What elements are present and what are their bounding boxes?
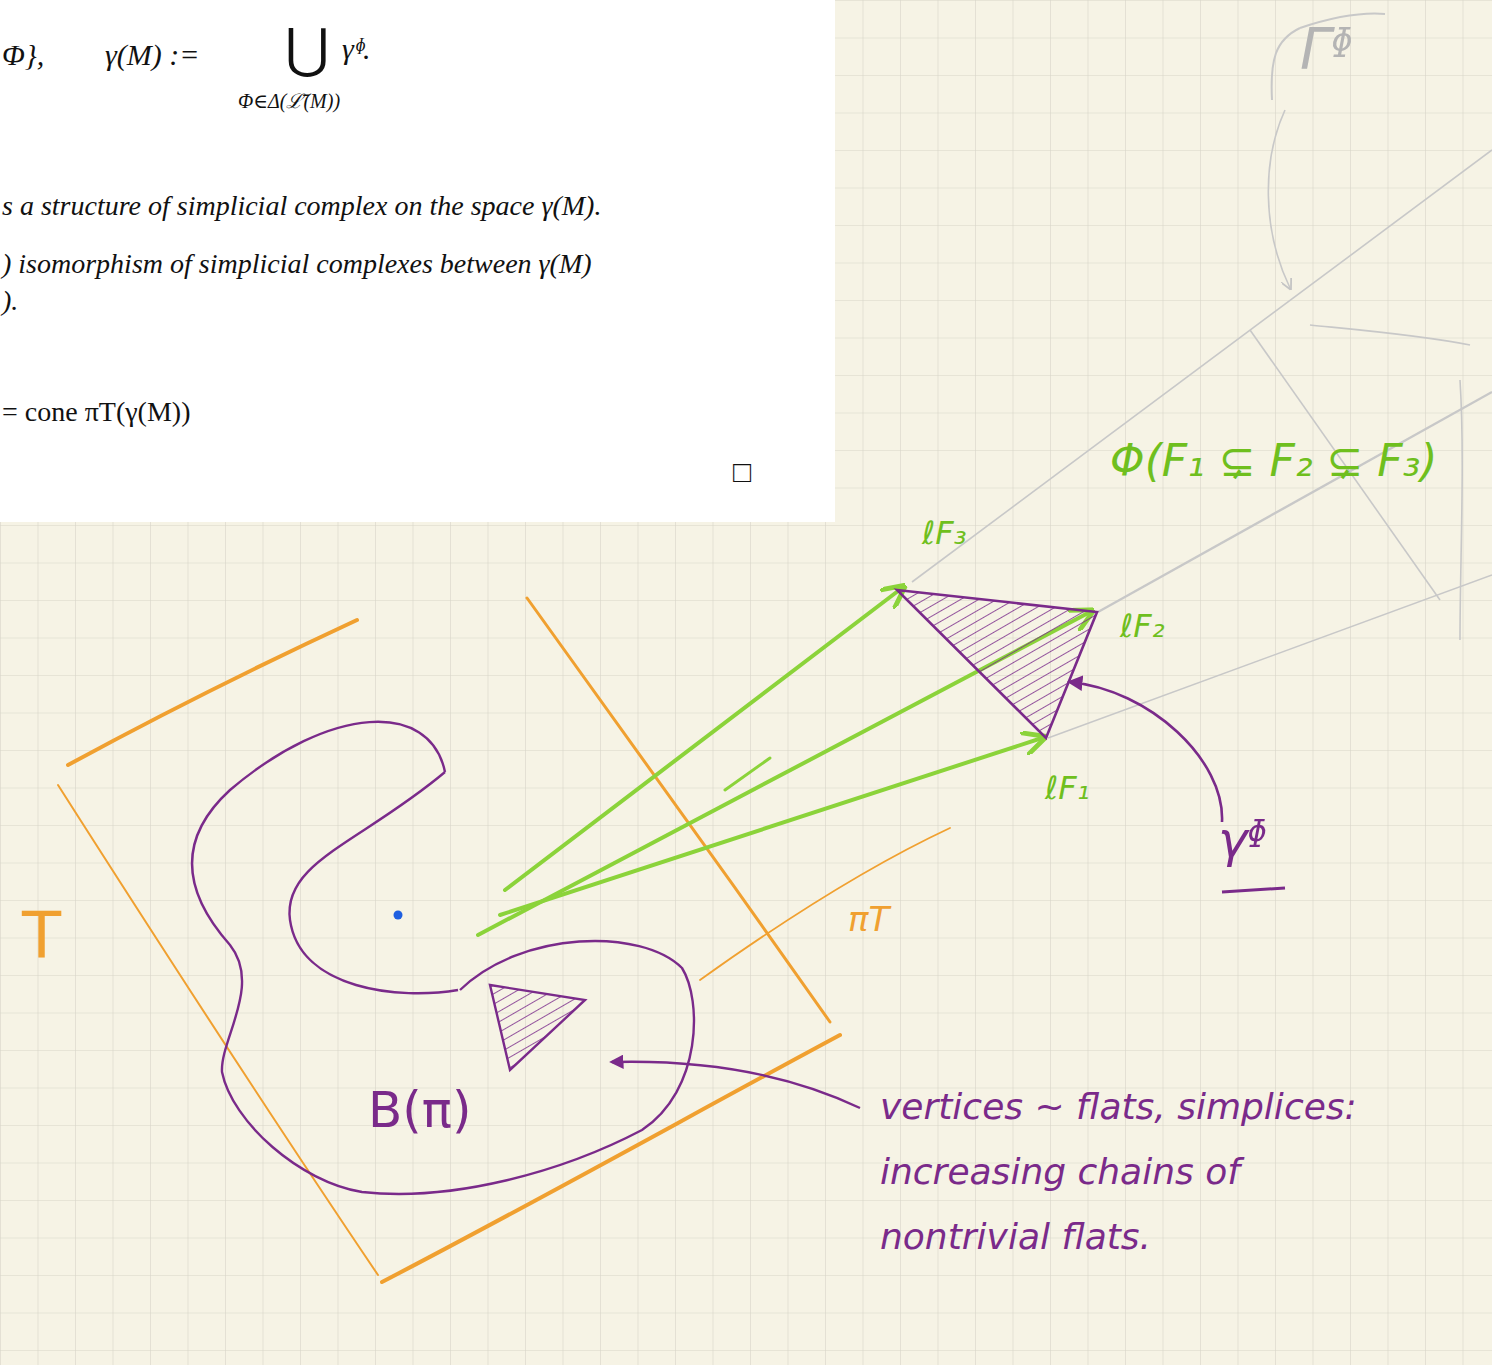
region-label: B(π) [368,1082,471,1140]
simplex-label: Φ(F₁ ⊊ F₂ ⊊ F₃) [1110,436,1438,487]
theorem-text: ). [2,285,18,317]
theorem-text: ) isomorphism of simplicial complexes be… [2,248,592,280]
simplex-gamma-phi [897,590,1285,892]
region-b-pi [192,722,860,1194]
math-text: γ(M) := [105,38,200,73]
plane-t [58,598,950,1282]
printed-excerpt-panel [0,0,835,522]
math-subscript: Φ∈Δ(ℒ̄(M)) [238,90,340,113]
ray-label: ℓF₂ [1120,608,1164,645]
note-text: vertices ~ flats, simplices: increasing … [880,1075,1420,1269]
projection-label: πT [848,900,889,939]
qed-symbol: □ [733,455,751,490]
math-text: γᶲ. [342,32,371,67]
base-point [394,911,403,920]
ray-label: ℓF₁ [1045,770,1089,807]
union-symbol: ⋃ [285,18,329,80]
math-text: = cone πT(γ(M)) [2,396,190,428]
grey-label: Γᶲ [1300,18,1354,82]
theorem-text: s a structure of simplicial complex on t… [2,190,601,222]
plane-label: T [22,900,61,974]
simplex-name: γᶲ [1218,812,1268,870]
ray-label: ℓF₃ [922,515,966,552]
math-text: Φ}, [2,38,44,73]
